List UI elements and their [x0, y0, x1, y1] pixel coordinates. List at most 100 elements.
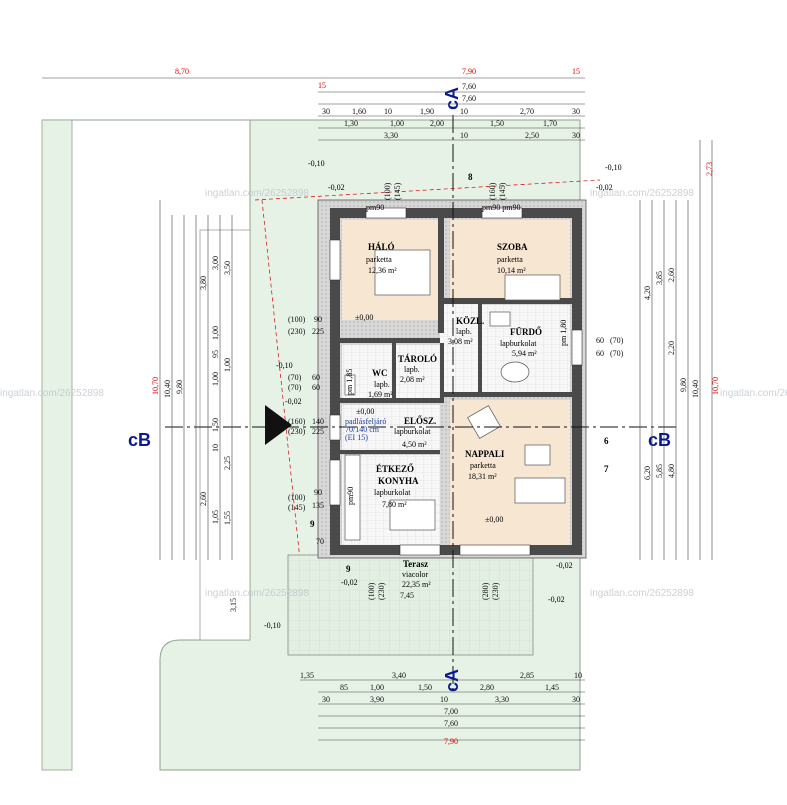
room-elosz: ELŐSZ. lapburkolat 4,50 m²	[394, 416, 436, 449]
svg-text:3,08 m²: 3,08 m²	[448, 337, 473, 346]
furniture	[344, 249, 566, 541]
svg-text:lapb.: lapb.	[404, 365, 420, 374]
svg-text:(100): (100)	[367, 582, 376, 600]
svg-text:10,14 m²: 10,14 m²	[497, 266, 526, 275]
svg-text:1,55: 1,55	[223, 511, 232, 525]
svg-text:3,40: 3,40	[392, 671, 406, 680]
top-dimension-text: 8,70 7,90 15 15 7,60 7,60 30 1,60 10 1,9…	[175, 67, 580, 200]
svg-text:(280): (280)	[481, 582, 490, 600]
svg-text:TÁROLÓ: TÁROLÓ	[398, 354, 437, 364]
svg-text:4,20: 4,20	[643, 286, 652, 300]
svg-text:1,05: 1,05	[211, 510, 220, 524]
svg-text:-0,10: -0,10	[276, 361, 293, 370]
watermarks: ingatlan.com/26252898 ingatlan.com/26252…	[0, 188, 787, 599]
svg-text:10,40: 10,40	[691, 380, 700, 398]
svg-text:NAPPALI: NAPPALI	[465, 449, 505, 459]
room-tarolo: TÁROLÓ lapb. 2,08 m²	[398, 354, 437, 384]
room-nappali: NAPPALI parketta 18,31 m²	[465, 449, 505, 481]
svg-text:SZOBA: SZOBA	[497, 242, 528, 252]
svg-text:(145): (145)	[393, 182, 402, 200]
svg-text:(230): (230)	[288, 427, 306, 436]
svg-text:2,00: 2,00	[430, 119, 444, 128]
svg-text:2,85: 2,85	[520, 671, 534, 680]
svg-text:135: 135	[312, 501, 324, 510]
left-dimension-text: 10,70 10,40 9,80 3,80 3,00 3,50 1,00 95 …	[151, 256, 324, 612]
svg-text:12,36 m²: 12,36 m²	[368, 266, 397, 275]
site-left-strip	[41, 119, 73, 771]
svg-text:pm 1,80: pm 1,80	[559, 320, 568, 346]
svg-text:6,20: 6,20	[643, 466, 652, 480]
svg-text:(145): (145)	[498, 182, 507, 200]
svg-text:3,50: 3,50	[223, 261, 232, 275]
svg-text:-0,02: -0,02	[548, 595, 565, 604]
svg-text:4,80: 4,80	[667, 464, 676, 478]
svg-text:pm90 pm90: pm90 pm90	[482, 203, 520, 212]
svg-text:1,35: 1,35	[300, 671, 314, 680]
svg-text:2,50: 2,50	[525, 131, 539, 140]
svg-text:parketta: parketta	[497, 255, 523, 264]
svg-text:(EI 15): (EI 15)	[345, 433, 368, 442]
svg-text:8: 8	[468, 172, 473, 182]
room-etkezo: ÉTKEZŐ KONYHA lapburkolat 7,80 m²	[374, 464, 419, 509]
svg-text:10,70: 10,70	[711, 377, 720, 395]
svg-text:(70): (70)	[610, 336, 624, 345]
svg-text:pm 1,85: pm 1,85	[345, 369, 354, 395]
right-dimension-text: 10,70 10,40 9,80 4,20 3,85 2,60 2,20 6,2…	[596, 162, 720, 480]
interior-markers: ±0,00 ±0,00 ±0,00 pm90 pm90 pm90 pm 1,80…	[310, 172, 609, 574]
svg-text:(145): (145)	[288, 503, 306, 512]
svg-text:90: 90	[314, 488, 322, 497]
svg-text:lapburkolat: lapburkolat	[394, 427, 431, 436]
svg-text:1,00: 1,00	[390, 119, 404, 128]
svg-text:85: 85	[340, 683, 348, 692]
room-wc: WC lapb. 1,69 m²	[368, 368, 393, 399]
svg-text:2,60: 2,60	[199, 492, 208, 506]
svg-text:1,00: 1,00	[211, 372, 220, 386]
svg-text:-0,02: -0,02	[285, 397, 302, 406]
svg-text:10: 10	[460, 107, 468, 116]
svg-text:7,60: 7,60	[444, 719, 458, 728]
svg-text:±0,00: ±0,00	[355, 313, 373, 322]
svg-text:lapburkolat: lapburkolat	[500, 339, 537, 348]
svg-text:-0,02: -0,02	[556, 561, 573, 570]
svg-text:(230): (230)	[491, 582, 500, 600]
svg-text:9,80: 9,80	[175, 380, 184, 394]
svg-text:lapburkolat: lapburkolat	[374, 488, 411, 497]
svg-text:(100): (100)	[383, 182, 392, 200]
section-label-ca-top: cA	[442, 87, 462, 110]
svg-text:1,30: 1,30	[344, 119, 358, 128]
svg-text:padlásfeljáró: padlásfeljáró	[345, 417, 386, 426]
svg-text:7: 7	[604, 464, 609, 474]
svg-text:(70): (70)	[288, 383, 302, 392]
svg-text:pm90: pm90	[346, 487, 355, 505]
site-boundary-dashed-left	[261, 199, 301, 561]
svg-text:3,15: 3,15	[229, 598, 238, 612]
svg-text:ingatlan.com/26252898: ingatlan.com/26252898	[720, 388, 787, 399]
svg-text:95: 95	[211, 350, 220, 358]
svg-text:1,50: 1,50	[211, 418, 220, 432]
svg-text:(160): (160)	[488, 182, 497, 200]
svg-text:30: 30	[322, 695, 330, 704]
svg-text:3,80: 3,80	[199, 276, 208, 290]
svg-text:2,25: 2,25	[223, 456, 232, 470]
svg-text:5,94 m²: 5,94 m²	[512, 349, 537, 358]
floor-tarolo	[395, 345, 440, 400]
svg-text:15: 15	[318, 81, 326, 90]
svg-text:(160): (160)	[288, 417, 306, 426]
svg-text:1,50: 1,50	[490, 119, 504, 128]
svg-text:ÉTKEZŐ: ÉTKEZŐ	[376, 464, 414, 474]
room-furdo: FÜRDŐ lapburkolat 5,94 m²	[500, 327, 542, 358]
svg-text:225: 225	[312, 327, 324, 336]
svg-text:140: 140	[312, 417, 324, 426]
svg-text:22,35 m²: 22,35 m²	[402, 580, 431, 589]
svg-text:9,80: 9,80	[679, 378, 688, 392]
svg-text:-0,10: -0,10	[308, 159, 325, 168]
svg-text:-0,02: -0,02	[341, 578, 358, 587]
svg-text:WC: WC	[372, 368, 388, 378]
svg-text:5,85: 5,85	[655, 464, 664, 478]
svg-text:7,60: 7,60	[462, 94, 476, 103]
svg-text:10,70: 10,70	[151, 377, 160, 395]
room-kozl: KÖZL. lapb. 3,08 m²	[448, 316, 484, 346]
svg-text:1,45: 1,45	[545, 683, 559, 692]
svg-text:2,60: 2,60	[667, 268, 676, 282]
svg-text:10: 10	[440, 695, 448, 704]
